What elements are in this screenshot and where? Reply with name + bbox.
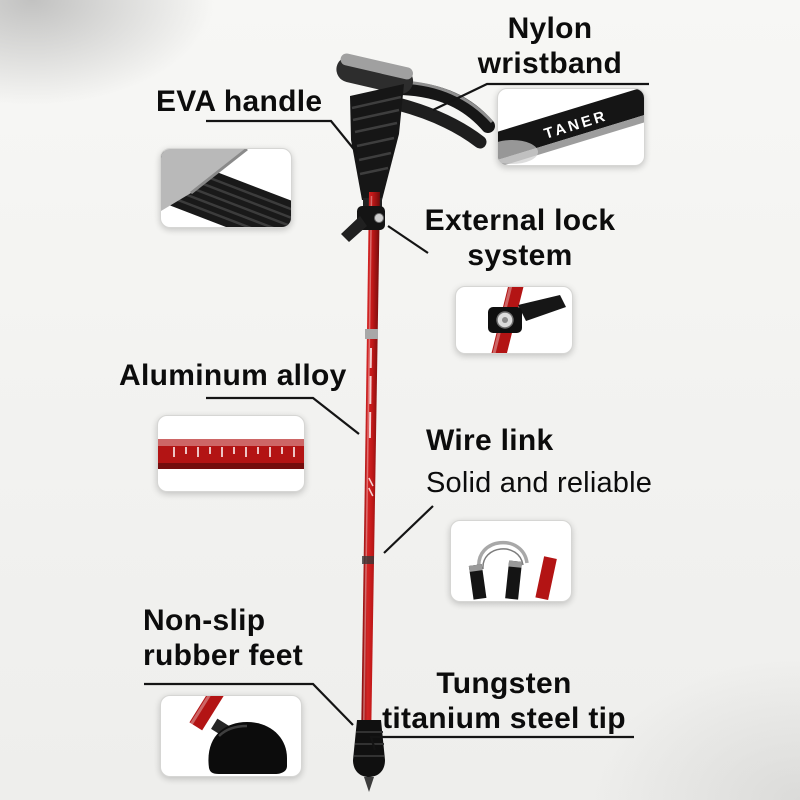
link-wire-inner [482,548,524,570]
link-wire-closeup [477,540,529,570]
label-text-line2: rubber feet [143,638,303,672]
wristband-closeup: TANER [498,89,644,165]
lock-closeup [488,287,566,353]
label-text-line1: Tungsten [436,667,572,700]
external-lock-clamp [341,206,385,242]
connector-lock [387,225,429,254]
label-tungsten-tip: Tungsten titanium steel tip [368,667,640,736]
connector-feet [144,682,354,726]
label-text-line2: wristband [477,46,623,80]
eva-foam-grip [350,84,404,200]
label-nylon-wristband: Nylon wristband [445,12,655,81]
wristband-detail-box: TANER [497,88,645,166]
connector-wristband [432,82,649,111]
label-wire-link: Wire link Solid and reliable [426,424,652,500]
label-text: Aluminum alloy [119,359,347,392]
rubber-foot-closeup [208,722,287,774]
folded-sections-closeup [468,556,557,601]
rubber-feet-detail-box [160,695,302,777]
section-band [362,556,374,564]
wrist-strap [391,80,495,149]
connector-eva-handle [206,119,358,154]
label-text-line1: Nylon [507,12,593,45]
steel-tip [364,777,374,792]
wire-link-detail-box [450,520,572,602]
label-text-line2: system [467,238,573,272]
cap-edge-line [190,149,248,195]
tube-shadow [158,463,304,469]
label-text-line2: titanium steel tip [382,701,626,735]
aluminum-closeup [158,439,304,469]
connector-aluminum [206,396,360,435]
label-text-line1: Non-slip [143,604,266,637]
label-aluminum-alloy: Aluminum alloy [119,359,347,394]
trekking-pole [336,53,495,792]
lock-detail-box [455,286,573,354]
label-eva-handle: EVA handle [156,85,322,120]
connector-lines [144,82,649,751]
shaft-markings [368,347,374,497]
handle-top-cap [336,53,414,95]
lock-screw-center [502,317,508,323]
label-text-line1: External lock [424,204,616,237]
lock-lever-closeup [518,295,566,321]
label-text: EVA handle [156,85,323,118]
wire-closeup [468,540,557,601]
scale-markings [173,447,295,457]
label-title: Wire link [426,424,554,457]
aluminum-tube-closeup [158,439,304,469]
feet-closeup [189,696,287,774]
rubber-foot [353,720,385,777]
eva-closeup [161,149,291,227]
foot-pole-closeup [189,696,233,731]
connector-tip [369,735,634,751]
ferrule-band [365,329,378,339]
label-subtitle: Solid and reliable [426,466,653,499]
tube-highlight [158,439,304,446]
pole-shaft-highlight [362,195,373,741]
label-external-lock: External lock system [413,204,627,273]
strap-end-closeup [498,140,538,164]
foot-highlight [218,724,248,737]
eva-handle-detail-box [160,148,292,228]
connector-wire [383,505,434,554]
label-non-slip-feet: Non-slip rubber feet [143,604,303,673]
aluminum-detail-box [157,415,305,492]
